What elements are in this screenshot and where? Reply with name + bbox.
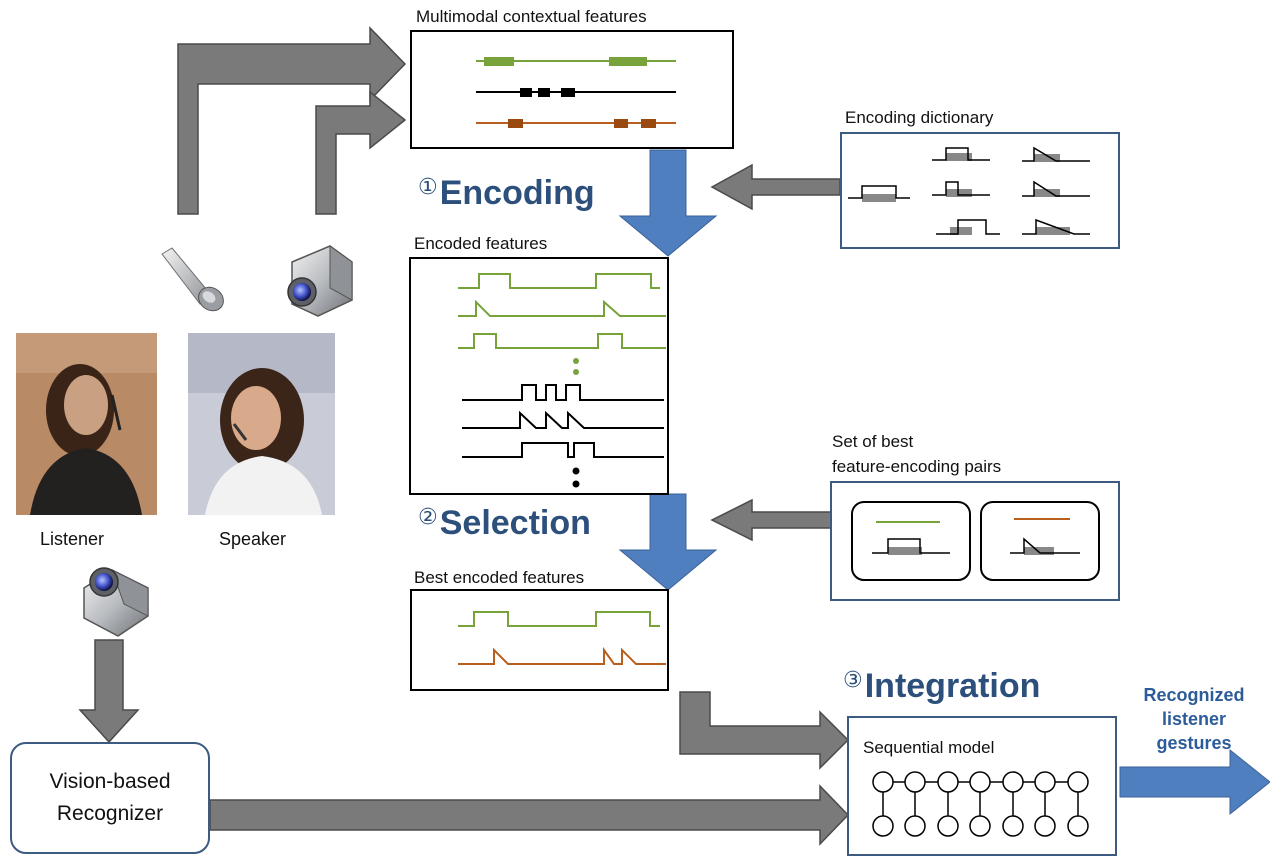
- best-encoded-label: Best encoded features: [414, 568, 585, 587]
- best-encoded-orange: [458, 646, 666, 665]
- encoding-dictionary-box: [840, 132, 1120, 249]
- step-word: Encoding: [439, 174, 595, 212]
- encoding-step-large: [848, 185, 910, 202]
- encoded-green-2: [458, 299, 666, 317]
- best-pair-2: [980, 501, 1100, 581]
- step-word: Selection: [439, 504, 591, 542]
- ellipsis-dot-green: [573, 358, 579, 364]
- step-selection-title: ②Selection: [418, 504, 591, 543]
- multimodal-features-label: Multimodal contextual features: [416, 7, 647, 26]
- encoding-ramp-2: [1022, 180, 1090, 197]
- arrow-camera-to-recognizer: [78, 639, 140, 744]
- speaker-photo: [188, 333, 335, 515]
- video-camera-icon: [83, 567, 149, 637]
- encoding-step-2: [932, 181, 990, 197]
- encoding-ramp-3: [1022, 218, 1090, 235]
- microphone-icon: [161, 247, 224, 312]
- sequential-model-graph: [872, 771, 1089, 837]
- encoded-green-1: [458, 273, 660, 289]
- step-number: ①: [418, 174, 438, 199]
- listener-photo: [16, 333, 157, 515]
- best-pairs-label: Set of best feature-encoding pairs: [832, 432, 1002, 476]
- encoding-ramp-1: [1022, 146, 1090, 162]
- arrow-camera-to-features: [315, 90, 407, 215]
- step-encoding-title: ①Encoding: [418, 174, 595, 213]
- blue-arrow-encoding: [618, 149, 718, 257]
- encoded-black-1: [462, 384, 664, 401]
- encoded-black-3: [462, 442, 664, 458]
- listener-label: Listener: [40, 529, 105, 549]
- encoding-step-3: [936, 219, 1000, 235]
- ellipsis-dot-black: [572, 480, 580, 488]
- best-encoded-green: [458, 611, 660, 627]
- best-pair-1: [851, 501, 971, 581]
- step-number: ②: [418, 504, 438, 529]
- speaker-label: Speaker: [219, 529, 287, 549]
- arrow-recognizer-to-model: [209, 784, 850, 846]
- step-word: Integration: [864, 667, 1041, 705]
- encoded-black-2: [462, 410, 664, 429]
- arrow-dictionary-to-encoding: [710, 163, 841, 211]
- encoding-step-1: [932, 147, 990, 161]
- step-number: ③: [843, 667, 863, 692]
- encoded-features-box: [409, 257, 669, 495]
- vision-based-recognizer-box: Vision-based Recognizer: [10, 742, 210, 854]
- video-camera-icon: [287, 245, 353, 317]
- best-encoded-box: [410, 589, 669, 691]
- feature-line-orange: [476, 119, 676, 128]
- blue-arrow-selection: [618, 493, 718, 591]
- ellipsis-dot-black: [572, 467, 580, 475]
- feature-line-black: [476, 88, 676, 97]
- step-integration-title: ③Integration: [843, 667, 1040, 706]
- recognized-gestures-label: Recognized listener gestures: [1143, 685, 1245, 753]
- arrow-best-to-integration: [679, 691, 850, 770]
- encoding-dictionary-label: Encoding dictionary: [845, 108, 994, 127]
- ellipsis-dot-green: [573, 369, 579, 375]
- arrow-mic-to-features: [177, 26, 407, 215]
- encoded-green-3: [458, 333, 666, 349]
- arrow-bestset-to-selection: [710, 498, 833, 542]
- sequential-model-label: Sequential model: [863, 738, 995, 757]
- encoded-features-label: Encoded features: [414, 234, 548, 253]
- blue-arrow-output: [1119, 748, 1270, 816]
- feature-line-green: [476, 57, 676, 66]
